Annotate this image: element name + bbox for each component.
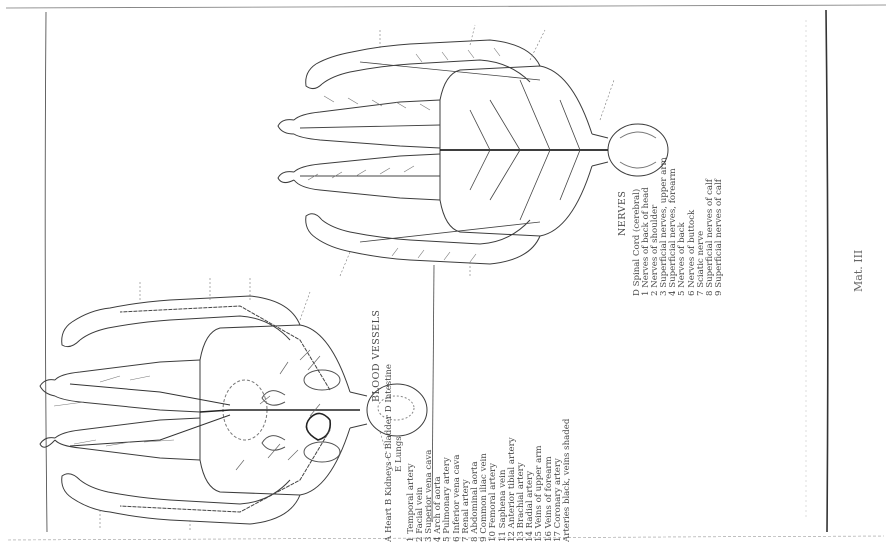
bv-legend-organs-1: A Heart B Kidneys C Bladder D Intestine [385, 310, 394, 542]
right-binding-line [826, 10, 828, 532]
plate-number: Mat. III [852, 250, 865, 292]
nv-legend-item: 9 Superficial nerves of calf [715, 157, 724, 296]
bv-legend-item: 6 Inferior vena cava [453, 310, 462, 542]
bv-hand-bottom [62, 474, 80, 498]
nv-hand-bottom [306, 214, 322, 238]
blood-vessels-legend: BLOOD VESSELS A Heart B Kidneys C Bladde… [372, 310, 572, 542]
bv-legend-item: 1 Temporal artery [407, 310, 416, 542]
nerves-figure [278, 25, 668, 278]
blood-vessels-figure [40, 276, 427, 530]
bv-legend-item: 5 Pulmonary artery [443, 310, 452, 542]
top-edge [6, 5, 886, 8]
bv-leader-lines [100, 276, 392, 530]
nv-legend-item: 1 Nerves of back of head [642, 157, 651, 296]
bv-legend-item: Arteries black, veins shaded [563, 310, 572, 542]
left-binding-line [45, 12, 47, 532]
nerves-legend: NERVES D Spinal Cord (cerebral)1 Nerves … [618, 157, 724, 296]
bv-legend-item: 10 Femoral artery [489, 310, 498, 542]
nv-legend-item: 5 Nerves of back [678, 157, 687, 296]
nv-legend-heading: NERVES [618, 157, 628, 296]
bv-legend-item: 11 Saphena vein [499, 310, 508, 542]
bv-legend-heading: BLOOD VESSELS [372, 310, 382, 542]
nv-legend-items: D Spinal Cord (cerebral)1 Nerves of back… [633, 157, 724, 296]
nv-hand-top [306, 64, 322, 89]
bv-legend-item: 15 Veins of upper arm [535, 310, 544, 542]
bv-legend-organs-2: E Lungs [395, 310, 404, 542]
bv-hand-top [62, 322, 80, 347]
bv-legend-item: 17 Coronary artery [554, 310, 563, 542]
nv-legend-item: D Spinal Cord (cerebral) [633, 157, 642, 296]
nv-legend-item: 6 Nerves of buttock [688, 157, 697, 296]
bv-legend-item: 16 Veins of forearm [545, 310, 554, 542]
